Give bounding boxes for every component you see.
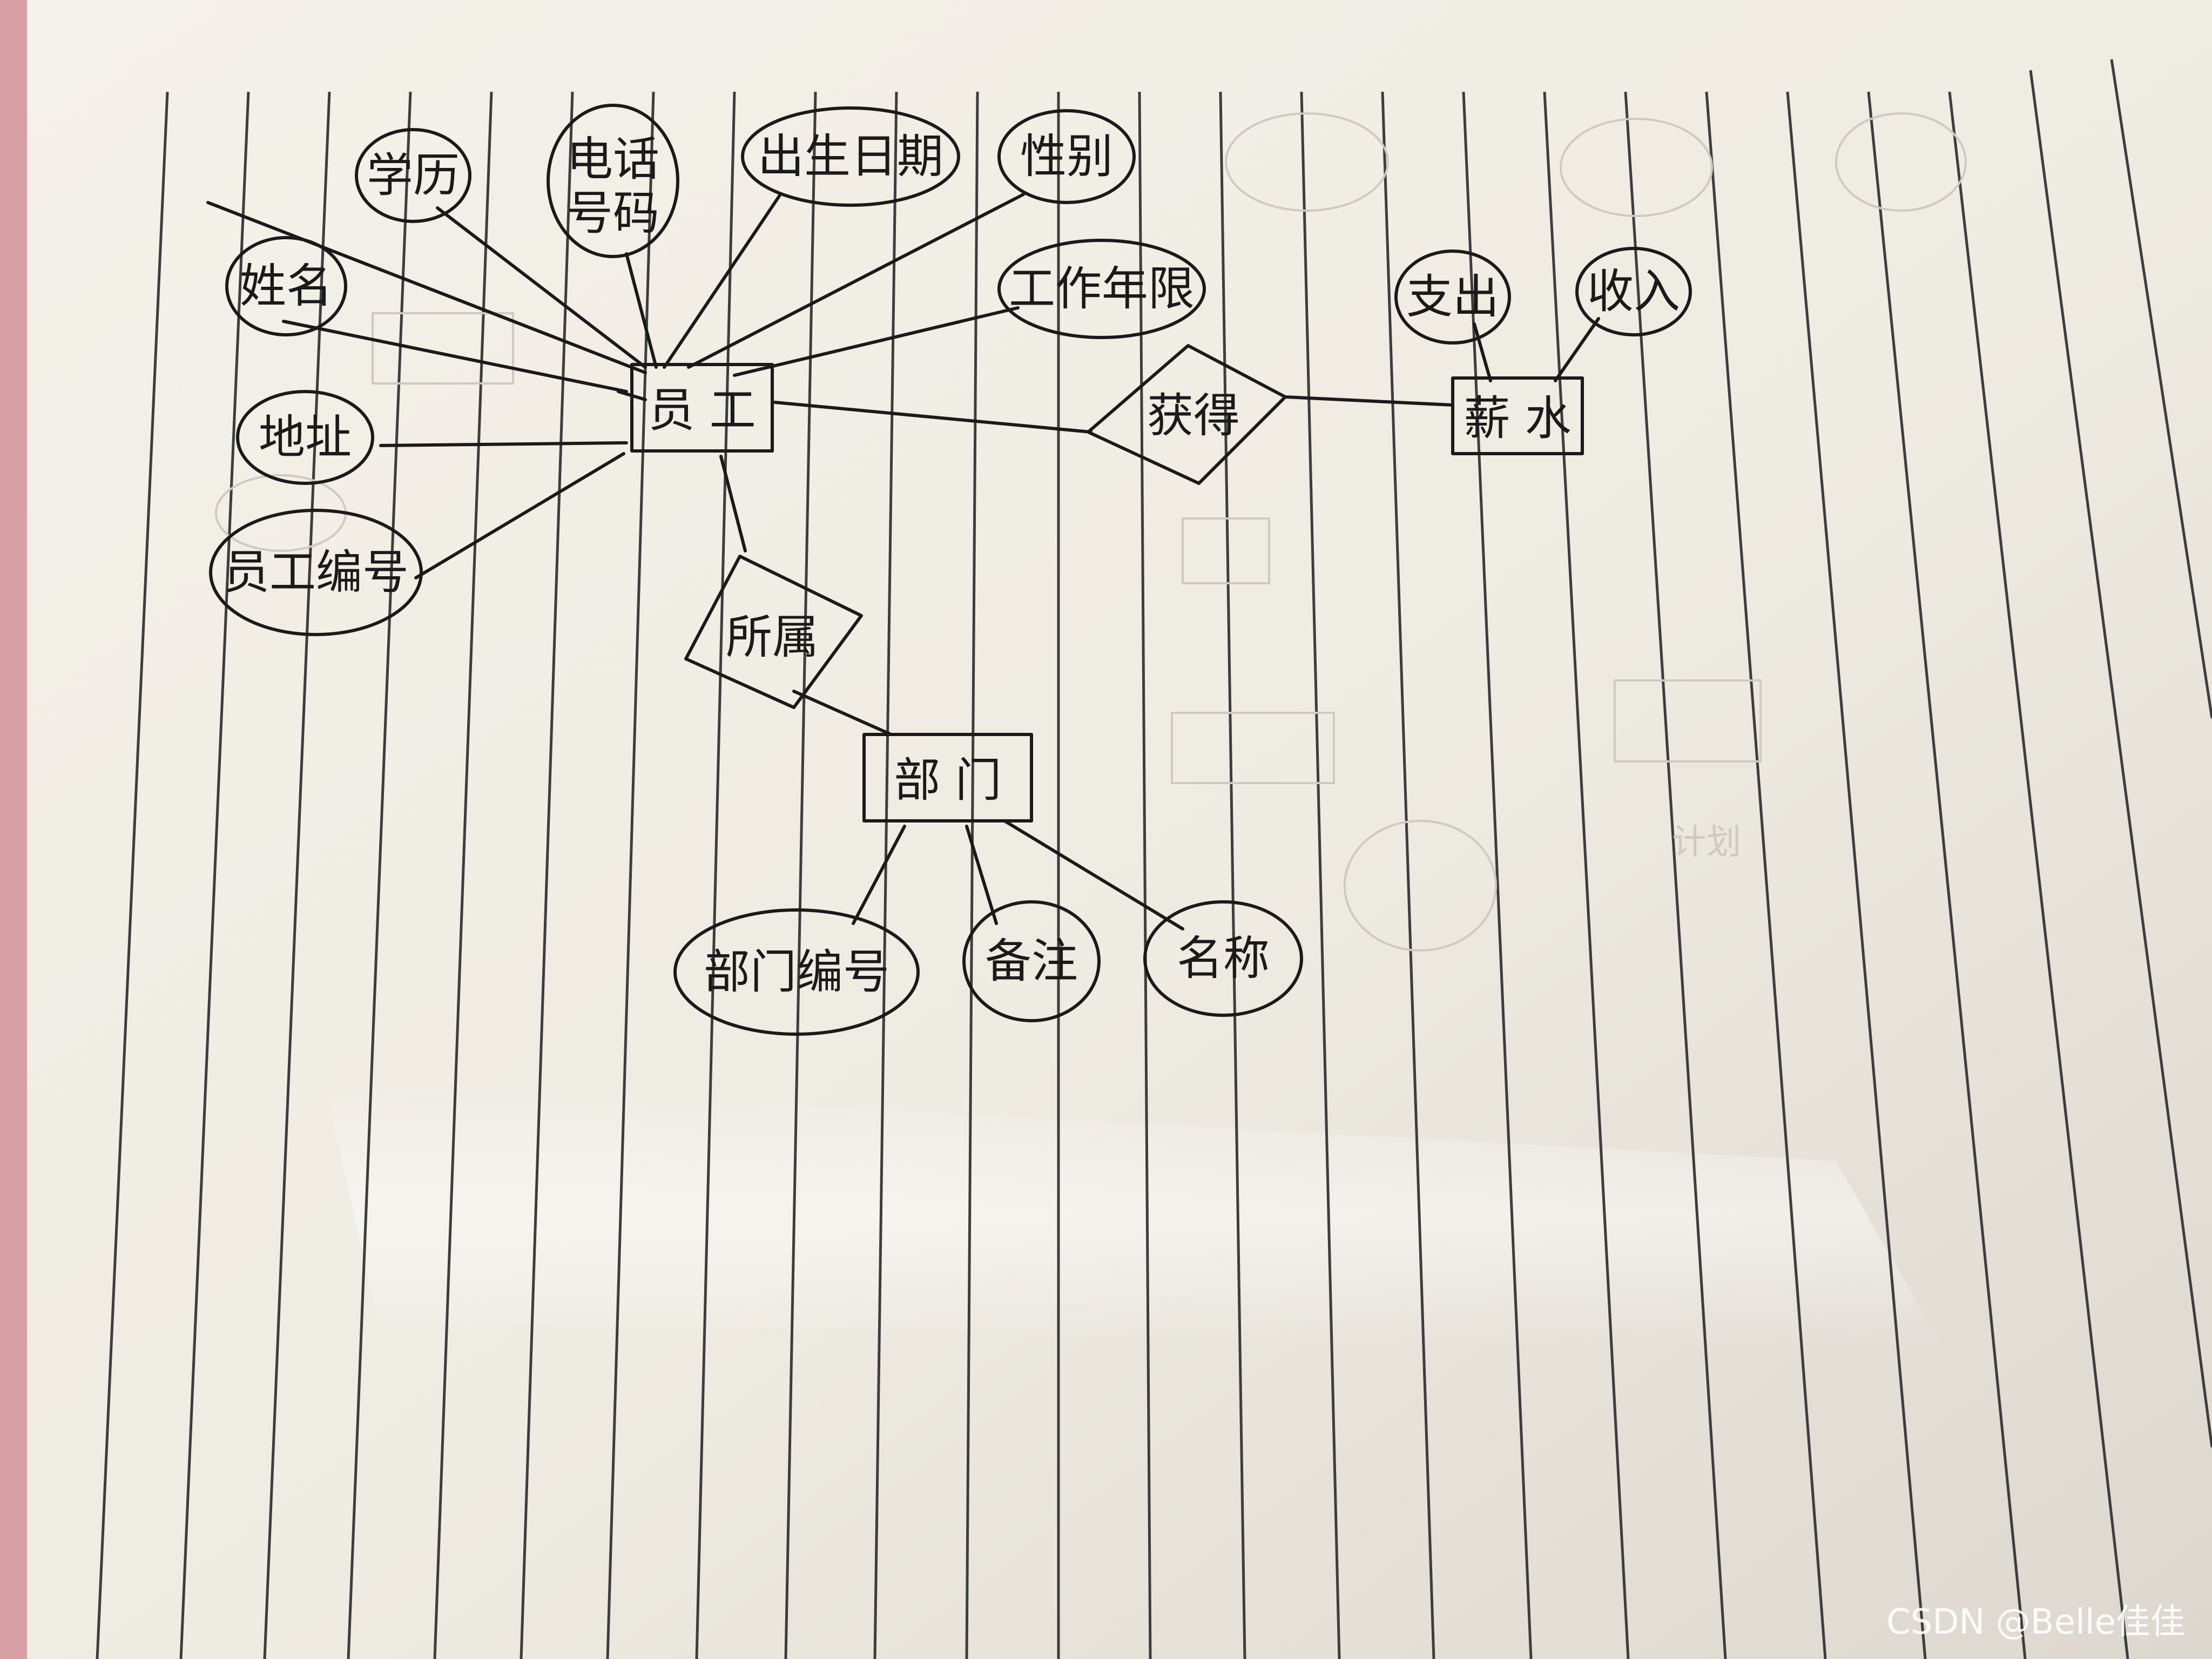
entity-employee: 员 工 [630,363,774,453]
svg-text:电话: 电话 [567,132,659,186]
light-glare [324,1080,1944,1350]
svg-text:员工编号: 员工编号 [223,545,409,599]
svg-text:计划: 计划 [1672,822,1741,862]
attribute-department-id: 部门编号 [673,908,920,1036]
attribute-education: 学历 [355,128,471,223]
svg-text:支出: 支出 [1406,270,1499,324]
show-through-ghost: 计划 [215,112,1967,952]
attribute-employee-id: 员工编号 [209,509,423,636]
connectors [206,193,1600,930]
entity-department: 部 门 [862,733,1033,822]
attribute-gender: 性别 [997,109,1136,204]
relationship-belongs: 所属 [684,555,863,709]
paper-page [27,0,2212,1659]
svg-text:备注: 备注 [985,934,1078,988]
svg-text:号码: 号码 [567,186,659,240]
attribute-expense: 支出 [1394,249,1511,345]
entity-label-employee: 员 工 [648,383,756,437]
svg-text:出生日期: 出生日期 [758,130,943,184]
ruled-lines [96,59,2212,1659]
watermark: CSDN @Belle佳佳 [1886,1602,2185,1642]
svg-text:学历: 学历 [367,149,460,203]
svg-text:部门编号: 部门编号 [704,945,889,999]
svg-text:姓名: 姓名 [240,259,333,313]
attribute-department-name: 名称 [1143,900,1303,1017]
svg-text:名称: 名称 [1177,932,1270,986]
attribute-workyears: 工作年限 [997,239,1206,339]
entity-label-department: 部 门 [894,753,1001,807]
svg-text:性别: 性别 [1020,130,1113,184]
attribute-phone: 电话 号码 [547,104,679,258]
svg-text:工作年限: 工作年限 [1009,262,1195,316]
svg-text:地址: 地址 [259,410,352,464]
entity-label-salary: 薪 水 [1464,392,1571,446]
entity-salary: 薪 水 [1451,376,1584,455]
svg-text:收入: 收入 [1587,265,1680,319]
attribute-income: 收入 [1575,247,1692,336]
attribute-remark: 备注 [962,900,1101,1022]
attribute-address: 地址 [236,390,374,485]
relationship-label-obtain: 获得 [1147,389,1240,443]
attribute-name: 姓名 [225,236,347,336]
relationship-obtain: 获得 [1087,344,1287,485]
attribute-birthdate: 出生日期 [741,106,960,207]
relationship-label-belongs: 所属 [726,610,819,664]
